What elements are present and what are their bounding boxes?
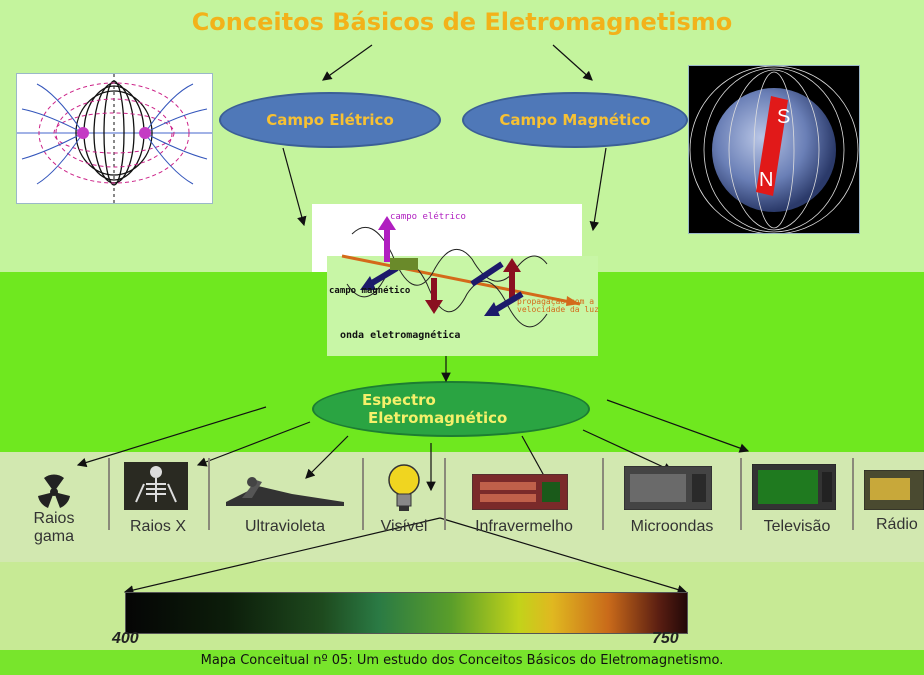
visible-spectrum-band <box>125 592 688 634</box>
spectrum-item-radio: Rádio <box>856 452 924 560</box>
south-pole-label: S <box>777 106 791 128</box>
spectrum-item-label: Ultravioleta <box>244 518 326 535</box>
lightbulb-icon <box>388 464 420 511</box>
spectrum-item-televisao: Televisão <box>744 452 850 560</box>
spectrum-item-label: Microondas <box>630 518 714 535</box>
radio-icon <box>864 470 924 510</box>
strip-divider <box>208 458 210 530</box>
spectrum-item-label: Televisão <box>763 518 831 535</box>
spectrum-item-infravermelho: Infravermelho <box>448 452 600 560</box>
node-espectro-label-line2: Eletromagnético <box>368 409 508 427</box>
electric-field-lines-image <box>16 73 213 204</box>
spectrum-item-label: Raios gama <box>33 510 75 545</box>
node-espectro-eletromagnetico: Espectro Eletromagnético <box>312 381 590 437</box>
node-campo-eletrico-label: Campo Elétrico <box>266 111 394 129</box>
spectrum-item-label: Rádio <box>876 516 918 533</box>
spectrum-item-raios-x: Raios X <box>112 452 204 560</box>
node-campo-magnetico: Campo Magnético <box>462 92 688 148</box>
heater-icon <box>472 474 568 510</box>
page-title: Conceitos Básicos de Eletromagnetismo <box>191 8 733 36</box>
electromagnetic-wave-icon <box>341 216 581 328</box>
microwave-icon <box>624 466 712 510</box>
sunbather-icon <box>226 477 344 506</box>
dipole-field-icon <box>17 74 212 203</box>
radiation-icon <box>38 474 70 508</box>
television-icon <box>752 464 836 510</box>
spectrum-item-microondas: Microondas <box>606 452 738 560</box>
caption-background <box>0 650 924 675</box>
spectrum-start-label: 400 <box>112 630 139 647</box>
spectrum-item-raios-gama: Raios gama <box>14 452 94 560</box>
spectrum-item-label: Infravermelho <box>475 518 573 535</box>
wave-caption: onda eletromagnética <box>340 330 461 341</box>
strip-divider <box>444 458 446 530</box>
spectrum-item-label: Visível <box>380 518 428 535</box>
strip-divider <box>740 458 742 530</box>
spectrum-item-label: Raios X <box>129 518 187 535</box>
wave-electric-label: campo elétrico <box>390 212 466 222</box>
node-espectro-label-line1: Espectro <box>362 391 436 409</box>
figure-caption: Mapa Conceitual nº 05: Um estudo dos Con… <box>200 653 724 668</box>
earth-magnet-icon <box>689 66 859 233</box>
node-campo-magnetico-label: Campo Magnético <box>499 111 651 129</box>
wave-figure-lower <box>327 256 598 356</box>
wave-propagation-label: propagação com a velocidade da luz <box>517 297 599 314</box>
wave-magnetic-label: campo magnético <box>329 286 411 296</box>
strip-divider <box>362 458 364 530</box>
skeleton-icon <box>124 462 188 510</box>
spectrum-item-ultravioleta: Ultravioleta <box>212 452 358 560</box>
strip-divider <box>602 458 604 530</box>
north-pole-label: N <box>759 169 774 191</box>
spectrum-item-visivel: Visível <box>364 452 444 560</box>
earth-magnetic-field-image: S N <box>688 65 860 234</box>
spectrum-end-label: 750 <box>652 630 679 647</box>
strip-divider <box>852 458 854 530</box>
strip-divider <box>108 458 110 530</box>
node-campo-eletrico: Campo Elétrico <box>219 92 441 148</box>
